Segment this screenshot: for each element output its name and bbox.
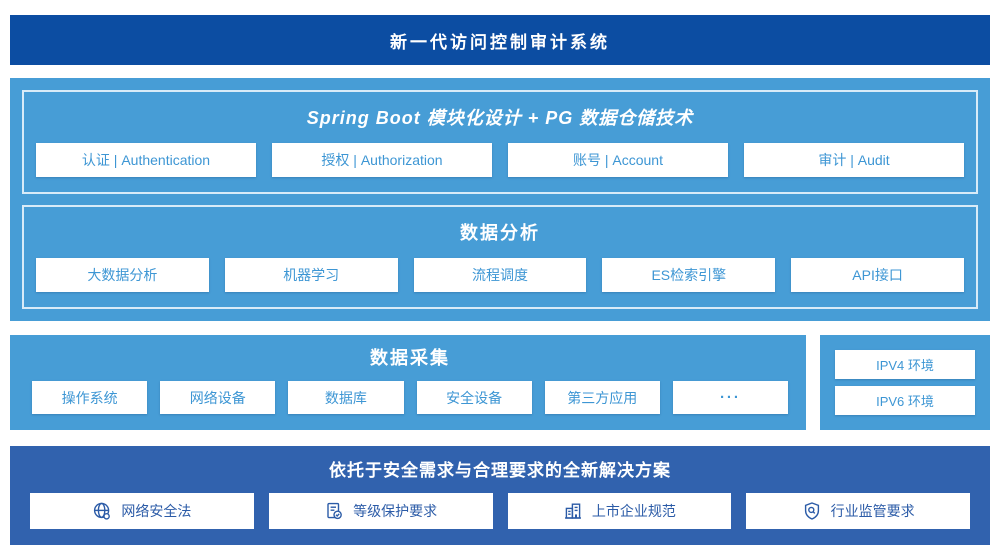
main-title-banner: 新一代访问控制审计系统: [10, 15, 990, 65]
solution-box-label: 行业监管要求: [830, 503, 915, 519]
collection-box-row: 操作系统 网络设备 数据库 安全设备 第三方应用 ···: [32, 381, 789, 414]
solution-box-classified-protection: 等级保护要求: [268, 493, 493, 529]
ipv6-box: IPV6 环境: [835, 386, 975, 415]
collection-box-database: 数据库: [288, 381, 404, 414]
analysis-box-workflow: 流程调度: [413, 258, 587, 292]
analysis-box-es: ES检索引擎: [602, 258, 776, 292]
collection-title: 数据采集: [370, 348, 450, 368]
ipv4-box: IPV4 环境: [835, 350, 975, 379]
module-box-audit: 审计 | Audit: [744, 143, 964, 177]
solution-box-industry-regulation: 行业监管要求: [746, 493, 970, 529]
analysis-box-api: API接口: [791, 258, 964, 292]
solution-box-row: 网络安全法 等级保护要求: [30, 493, 970, 529]
diagram-page: 新一代访问控制审计系统 Spring Boot 模块化设计 + PG 数据仓储技…: [10, 15, 990, 545]
globe-icon: [92, 501, 112, 521]
solution-panel: 依托于安全需求与合理要求的全新解决方案 网络安全法: [10, 446, 990, 545]
solution-box-label: 等级保护要求: [353, 503, 438, 519]
analysis-section: 数据分析 大数据分析 机器学习 流程调度 ES检索引擎 API接口: [22, 205, 978, 309]
collection-box-thirdparty: 第三方应用: [544, 381, 660, 414]
modules-box-row: 认证 | Authentication 授权 | Authorization 账…: [36, 143, 964, 177]
architecture-panel: Spring Boot 模块化设计 + PG 数据仓储技术 认证 | Authe…: [10, 78, 990, 321]
solution-box-label: 上市企业规范: [591, 503, 676, 519]
analysis-box-bigdata: 大数据分析: [36, 258, 209, 292]
main-title: 新一代访问控制审计系统: [390, 32, 610, 52]
collection-box-network-device: 网络设备: [160, 381, 276, 414]
document-check-icon: [324, 501, 344, 521]
analysis-box-row: 大数据分析 机器学习 流程调度 ES检索引擎 API接口: [36, 258, 964, 292]
ip-environments-panel: IPV4 环境 IPV6 环境: [820, 335, 990, 430]
collection-box-os: 操作系统: [32, 381, 148, 414]
collection-panel: 数据采集 操作系统 网络设备 数据库 安全设备 第三方应用 ···: [10, 335, 806, 430]
collection-box-more: ···: [672, 381, 789, 414]
solution-box-cybersecurity-law: 网络安全法: [30, 493, 254, 529]
modules-section: Spring Boot 模块化设计 + PG 数据仓储技术 认证 | Authe…: [22, 90, 978, 194]
building-icon: [563, 501, 583, 521]
module-box-account: 账号 | Account: [508, 143, 728, 177]
solution-title: 依托于安全需求与合理要求的全新解决方案: [329, 461, 671, 480]
module-box-authentication: 认证 | Authentication: [36, 143, 256, 177]
modules-section-title: Spring Boot 模块化设计 + PG 数据仓储技术: [306, 108, 694, 128]
collection-box-security-device: 安全设备: [416, 381, 532, 414]
middle-row: 数据采集 操作系统 网络设备 数据库 安全设备 第三方应用 ··· IPV4 环…: [10, 335, 990, 430]
solution-box-label: 网络安全法: [121, 503, 192, 519]
shield-search-icon: [802, 501, 822, 521]
analysis-section-title: 数据分析: [460, 223, 540, 243]
analysis-box-ml: 机器学习: [224, 258, 398, 292]
module-box-authorization: 授权 | Authorization: [272, 143, 492, 177]
solution-box-listed-company: 上市企业规范: [507, 493, 732, 529]
